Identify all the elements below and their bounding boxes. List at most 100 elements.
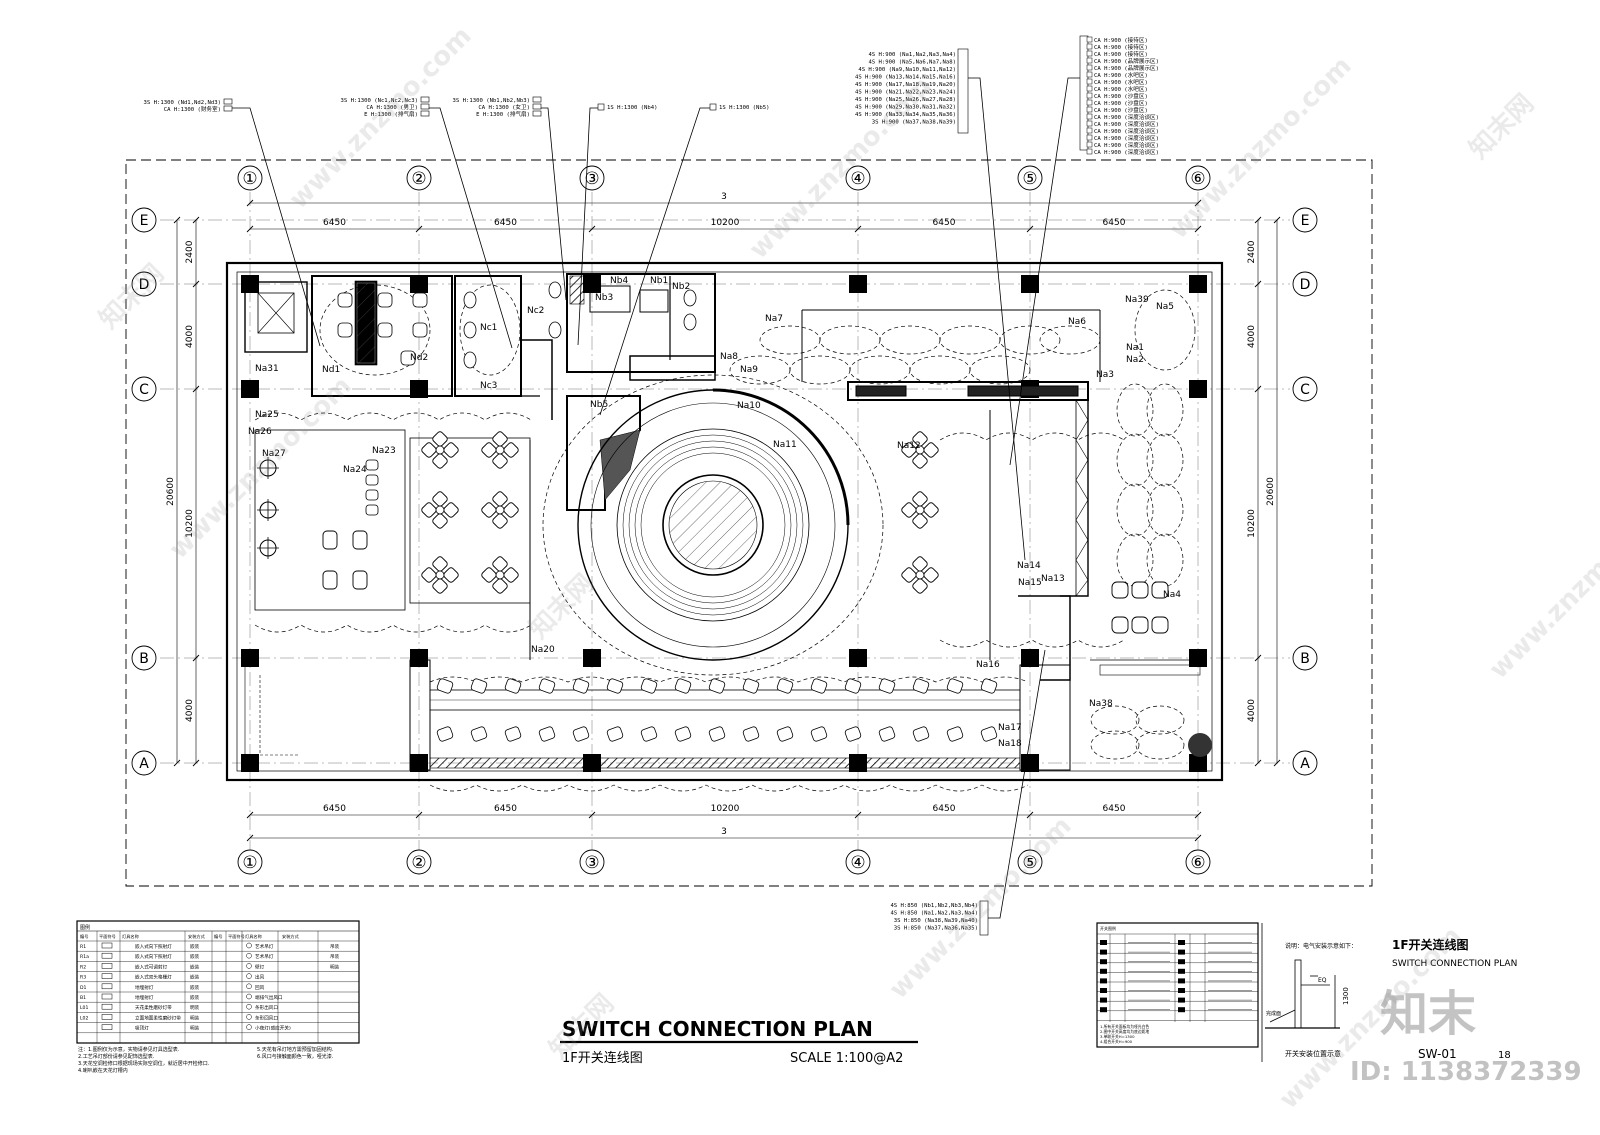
switch-symbol xyxy=(1178,940,1185,945)
grid-bubble xyxy=(131,750,157,776)
grid-bubble xyxy=(1185,849,1211,875)
legend-cell: 嵌入式向下照射灯 xyxy=(135,953,172,960)
chair xyxy=(365,489,379,501)
armchair xyxy=(878,726,896,742)
column xyxy=(1189,649,1207,667)
drawing-scale: SCALE 1:100@A2 xyxy=(790,1051,903,1066)
switch-note: CA H:900 (深度洽谈区) xyxy=(1094,141,1159,149)
switch-legend-table xyxy=(1096,922,1259,1048)
grid-bubble xyxy=(406,849,432,875)
chair xyxy=(503,502,519,518)
light-ring xyxy=(542,374,884,676)
facade-glazing-bottom xyxy=(429,757,1021,769)
room-label: Na6 xyxy=(1068,317,1086,327)
interior-walls xyxy=(244,273,1205,771)
lounge-table-set xyxy=(901,431,939,469)
switch-note: 3S H:850 (Na38,Na39,Na40) xyxy=(894,918,978,924)
chair xyxy=(912,491,928,507)
dim-value: 6450 xyxy=(494,218,517,228)
switch-symbol xyxy=(1086,99,1093,106)
legend-symbol xyxy=(101,963,113,969)
table xyxy=(915,505,925,515)
dim-value: 3 xyxy=(721,827,727,837)
chair xyxy=(492,453,508,469)
armchair xyxy=(912,678,930,694)
chair xyxy=(432,513,448,529)
legend-note: 2.工艺吊灯部份请参见配饰选型表. xyxy=(78,1053,155,1060)
grid-bubble xyxy=(131,376,157,402)
legend-symbol xyxy=(101,1014,113,1020)
dim-value: 2400 xyxy=(1247,240,1257,263)
light-oval xyxy=(1135,705,1185,735)
switch-note: 3S H:1300 (Nc1,Nc2,Nc3) xyxy=(341,98,418,104)
legend-cell: 嵌装 xyxy=(190,943,200,950)
legend-cell: 地埋射灯 xyxy=(135,994,154,1001)
switch-note: CA H:900 (接待区) xyxy=(1094,50,1148,58)
grid-row-label: A xyxy=(139,756,149,772)
chair xyxy=(481,502,497,518)
chair xyxy=(492,431,508,447)
switch-symbol xyxy=(1086,50,1093,57)
room-label: Na13 xyxy=(1041,574,1065,584)
grid-row-label: E xyxy=(140,213,149,229)
dim-tick xyxy=(1273,216,1281,224)
chair xyxy=(503,442,519,458)
switch-note: CA H:900 (深度洽谈区) xyxy=(1094,127,1159,135)
wc-fixture xyxy=(548,281,562,299)
room-label: Na27 xyxy=(262,449,286,459)
switch-note: CA H:900 (沙盘区) xyxy=(1094,106,1148,114)
legend-cell: 明装 xyxy=(330,963,340,970)
room-label: Na16 xyxy=(976,660,1000,670)
switch-symbol xyxy=(1100,997,1107,1003)
legend-cell: 地埋射灯 xyxy=(135,984,154,991)
dim-value: 20600 xyxy=(166,477,176,506)
armchair xyxy=(606,678,624,694)
legend-cell: 吊装 xyxy=(330,953,340,960)
dim-value: 20600 xyxy=(1266,477,1276,506)
column xyxy=(241,380,259,398)
armchair xyxy=(436,678,454,694)
legend-note: 4.喇叭嵌在天花灯槽内 xyxy=(78,1067,128,1074)
dim-value: 6450 xyxy=(933,804,956,814)
light-oval xyxy=(969,355,1031,385)
lighting-circuit-loops xyxy=(254,284,1196,792)
legend-cell: 嵌装 xyxy=(190,963,200,970)
switch-symbol xyxy=(1178,968,1185,974)
legend-symbol xyxy=(246,952,252,959)
switch-note: CA H:900 (水吧区) xyxy=(1094,71,1148,79)
column xyxy=(1189,275,1207,293)
switch-legend-note: 4.组合开关H=900 xyxy=(1100,1039,1133,1044)
chair xyxy=(901,567,917,583)
legend-cell: L01 xyxy=(80,1005,88,1011)
light-strip xyxy=(429,676,1029,683)
plant xyxy=(1188,733,1212,757)
chair xyxy=(443,567,459,583)
legend-symbol xyxy=(101,973,113,979)
grid-col-label: ① xyxy=(242,853,257,873)
dim-tick xyxy=(246,834,254,842)
table xyxy=(495,570,505,580)
armchair xyxy=(708,678,726,694)
armchair xyxy=(980,726,998,742)
armchair xyxy=(470,726,488,742)
switch-note: 4S H:850 (Nb1,Nb2,Nb3,Nb4) xyxy=(890,903,978,909)
legend-cell: 小夜灯(感应开关) xyxy=(255,1025,291,1032)
armchair xyxy=(538,726,556,742)
room-label: Na14 xyxy=(1017,561,1041,571)
chair xyxy=(1151,581,1169,599)
switch-symbol xyxy=(1086,43,1093,50)
switch-symbol xyxy=(1086,92,1093,99)
armchair xyxy=(810,726,828,742)
grid-row-label: A xyxy=(1300,756,1310,772)
armchair xyxy=(742,678,760,694)
legend-symbol xyxy=(101,952,113,959)
legend-cell: 壁灯 xyxy=(255,963,265,970)
install-note-title: 说明：电气安装示意如下： xyxy=(1285,942,1357,950)
grid-bubble xyxy=(579,849,605,875)
legend-cell: 明装 xyxy=(190,1025,200,1032)
chair xyxy=(1131,581,1149,599)
light-oval xyxy=(879,325,941,355)
chair xyxy=(481,442,497,458)
dim-tick xyxy=(1194,225,1202,233)
install-note-dim: 1300 xyxy=(1342,987,1350,1005)
